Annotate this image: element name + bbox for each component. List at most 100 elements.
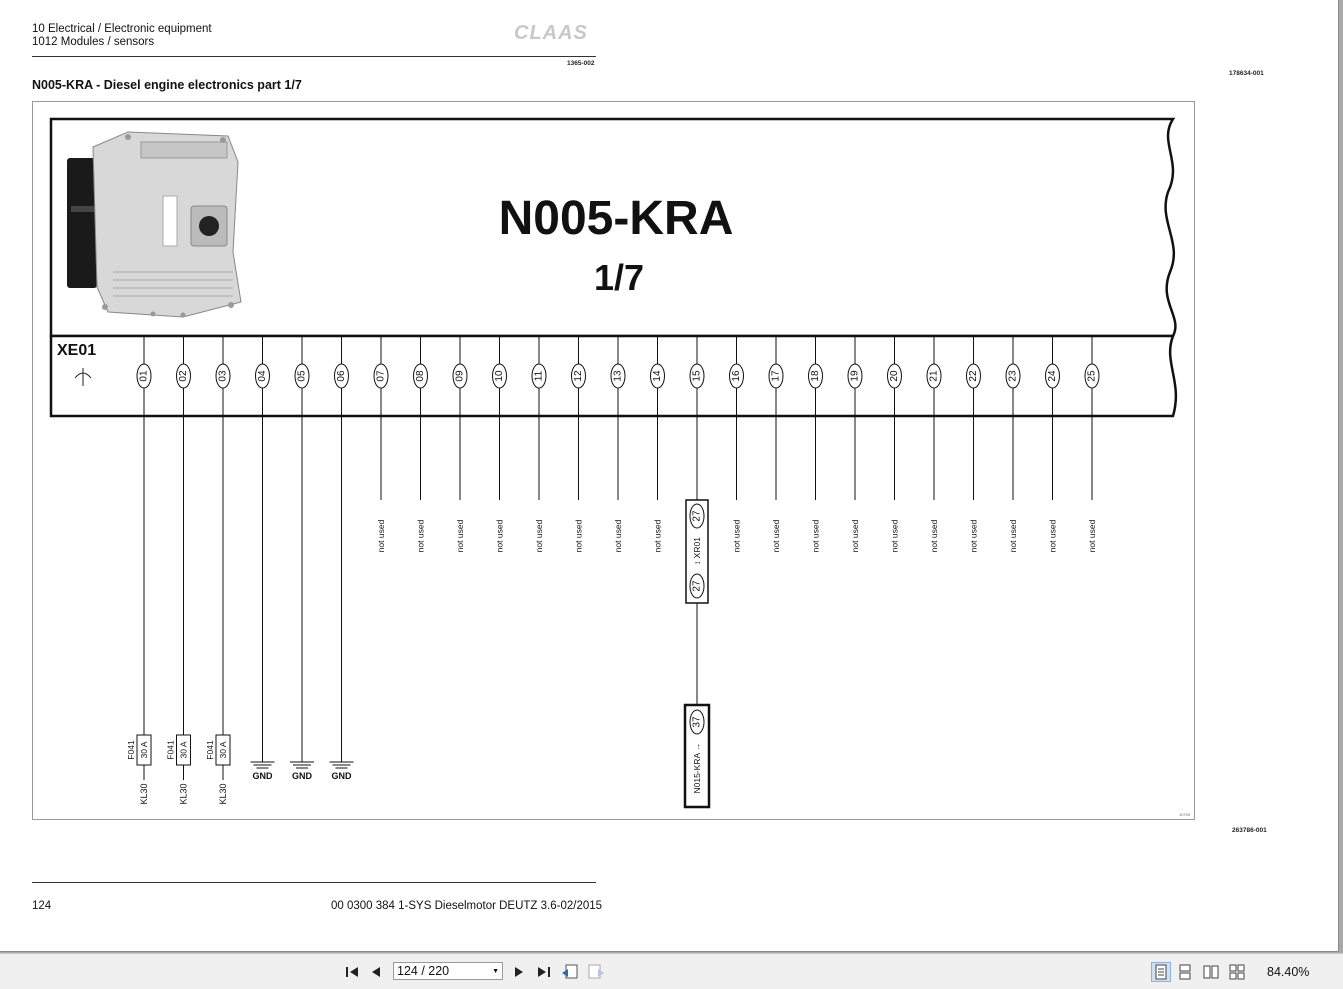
pin-14-label: 14: [652, 370, 663, 382]
footer-rule: [32, 882, 596, 883]
pin-17-not-used-label: not used: [771, 519, 781, 552]
side-code-top: 178634-001: [1229, 70, 1264, 77]
previous-page-icon: [372, 967, 380, 977]
pin-21-not-used-label: not used: [929, 519, 939, 552]
pin-07-not-used-label: not used: [376, 519, 386, 552]
n015-pin-label: 37: [692, 716, 703, 728]
continuous-view-button[interactable]: [1176, 963, 1194, 981]
xr01-pin-top-oval: [689, 503, 705, 529]
pin-20-not-used-label: not used: [890, 519, 900, 552]
connector-ground-symbol: [74, 368, 92, 386]
fuse-01-rating: 30 A: [139, 741, 149, 758]
pin-21-label: 21: [929, 370, 940, 382]
last-page-button[interactable]: [535, 963, 553, 981]
page-title: N005-KRA - Diesel engine electronics par…: [32, 78, 302, 92]
pin-09-label: 09: [455, 370, 466, 382]
pin-10-not-used-label: not used: [495, 519, 505, 552]
pin-25-not-used-label: not used: [1087, 519, 1097, 552]
pin-13-label: 13: [613, 370, 624, 382]
fuse-01-id: F041: [126, 740, 136, 760]
previous-view-button[interactable]: [561, 963, 579, 981]
pin-03-label: 03: [218, 370, 229, 382]
page-number-value: 124 / 220: [397, 964, 450, 978]
module-box: [49, 117, 1177, 338]
ecu-module-picture: [67, 131, 242, 318]
header-rule: [32, 56, 596, 57]
header-section-line: 10 Electrical / Electronic equipment: [32, 23, 212, 35]
previous-view-icon: [562, 964, 578, 979]
fuse-03-id: F041: [205, 740, 215, 760]
next-view-icon: [588, 964, 604, 979]
pin-04-label: 04: [257, 370, 268, 382]
pin-14-not-used-label: not used: [653, 519, 663, 552]
pin-01-label: 01: [139, 370, 150, 382]
pin-16-not-used-label: not used: [732, 519, 742, 552]
pin-23-not-used-label: not used: [1008, 519, 1018, 552]
n015-label: N015-KRA →: [692, 742, 702, 793]
pin-06-label: 06: [336, 370, 347, 382]
pin-25-label: 25: [1087, 370, 1098, 382]
viewer-toolbar: 124 / 220 ▼ 84.40%: [0, 953, 1343, 989]
pin-16-label: 16: [731, 370, 742, 382]
previous-page-button[interactable]: [367, 963, 385, 981]
fuse-02-rating: 30 A: [179, 741, 189, 758]
pin-05-label: 05: [297, 370, 308, 382]
zoom-level[interactable]: 84.40%: [1267, 965, 1310, 979]
pin-12-not-used-label: not used: [574, 519, 584, 552]
two-page-icon: [1203, 965, 1219, 979]
two-page-continuous-icon: [1229, 964, 1245, 980]
pin-24-not-used-label: not used: [1048, 519, 1058, 552]
pin-01-supply-label: KL30: [139, 783, 149, 804]
pin-17-label: 17: [771, 370, 782, 382]
ground-06-label: GND: [332, 771, 353, 781]
pin-24-label: 24: [1047, 370, 1058, 382]
xr01-pin-bottom-label: 27: [692, 580, 703, 592]
two-page-view-button[interactable]: [1202, 963, 1220, 981]
footer-page-number: 124: [32, 900, 52, 912]
first-page-button[interactable]: [343, 963, 361, 981]
pin-19-label: 19: [850, 370, 861, 382]
pin-08-not-used-label: not used: [416, 519, 426, 552]
pin-19-not-used-label: not used: [850, 519, 860, 552]
pin-11-label: 11: [534, 370, 545, 381]
pin-07-label: 07: [376, 370, 387, 382]
pin-18-not-used-label: not used: [811, 519, 821, 552]
pin-08-label: 08: [415, 370, 426, 382]
pin-11-not-used-label: not used: [534, 519, 544, 552]
pin-10-label: 10: [494, 370, 505, 382]
fuse-03-rating: 30 A: [218, 741, 228, 758]
header-ref-code: 1365-002: [567, 60, 595, 67]
pin-23-label: 23: [1008, 370, 1019, 382]
page-dropdown-icon[interactable]: ▼: [492, 968, 499, 975]
next-view-button[interactable]: [587, 963, 605, 981]
pin-22-not-used-label: not used: [969, 519, 979, 552]
pin-12-label: 12: [573, 370, 584, 382]
next-page-button[interactable]: [510, 963, 528, 981]
document-page: 10 Electrical / Electronic equipment 101…: [0, 0, 1339, 952]
pin-13-not-used-label: not used: [613, 519, 623, 552]
xr01-pin-top-label: 27: [692, 510, 703, 522]
ground-05-label: GND: [292, 771, 313, 781]
header-subsection-line: 1012 Modules / sensors: [32, 36, 155, 48]
pin-02-label: 02: [178, 370, 189, 382]
single-page-view-button[interactable]: [1151, 962, 1171, 982]
pin-09-not-used-label: not used: [455, 519, 465, 552]
continuous-page-icon: [1179, 964, 1191, 980]
last-page-icon: [538, 967, 550, 977]
frame-code: 10703: [1179, 812, 1191, 817]
connector-name: XE01: [57, 342, 96, 359]
module-part: 1/7: [594, 257, 644, 298]
pin-20-label: 20: [889, 370, 900, 382]
footer-doc-ref: 00 0300 384 1-SYS Dieselmotor DEUTZ 3.6-…: [331, 900, 603, 912]
two-page-continuous-button[interactable]: [1228, 963, 1246, 981]
next-page-icon: [515, 967, 523, 977]
fuse-02-id: F041: [166, 740, 176, 760]
single-page-icon: [1155, 964, 1167, 980]
xr01-pin-bottom-oval: [689, 573, 705, 599]
pin-03-supply-label: KL30: [218, 783, 228, 804]
first-page-icon: [346, 967, 358, 977]
pin-22-label: 22: [968, 370, 979, 382]
page-number-input[interactable]: 124 / 220 ▼: [393, 962, 503, 980]
